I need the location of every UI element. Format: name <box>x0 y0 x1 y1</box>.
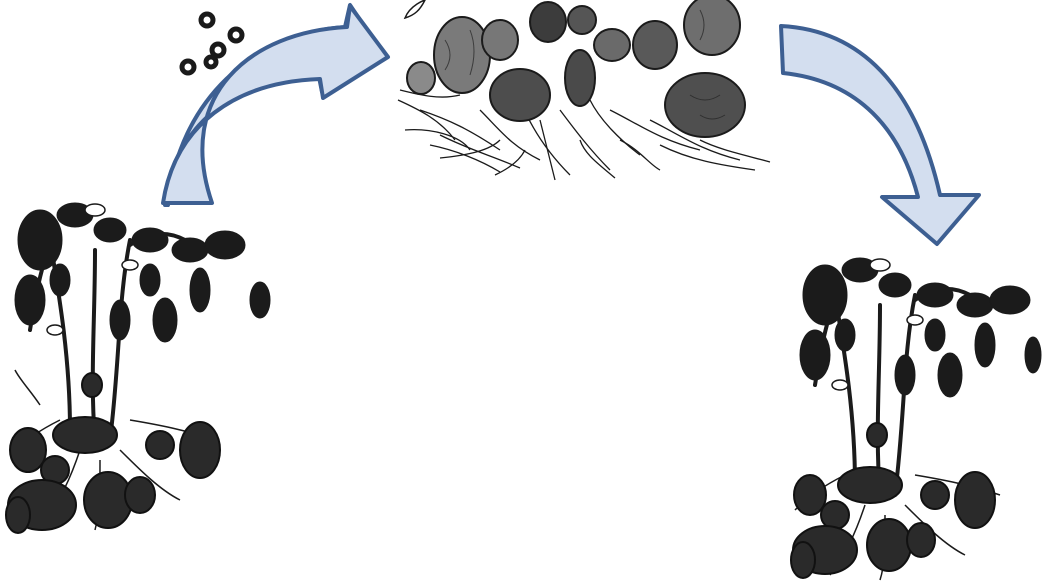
seed-dot <box>182 61 194 73</box>
seed-dot <box>201 14 213 26</box>
potato-tubers-with-roots-icon <box>398 0 770 180</box>
arrow-to-tubers-band <box>163 6 388 203</box>
arrow-to-offspring <box>781 26 979 244</box>
seed-dot <box>206 57 216 67</box>
potato-plant-with-tubers-icon <box>6 203 270 533</box>
seed-dot <box>212 44 224 56</box>
potato-plant-with-tubers-icon <box>791 258 1041 580</box>
seed-dot <box>230 29 242 41</box>
seed-dots <box>182 14 242 73</box>
